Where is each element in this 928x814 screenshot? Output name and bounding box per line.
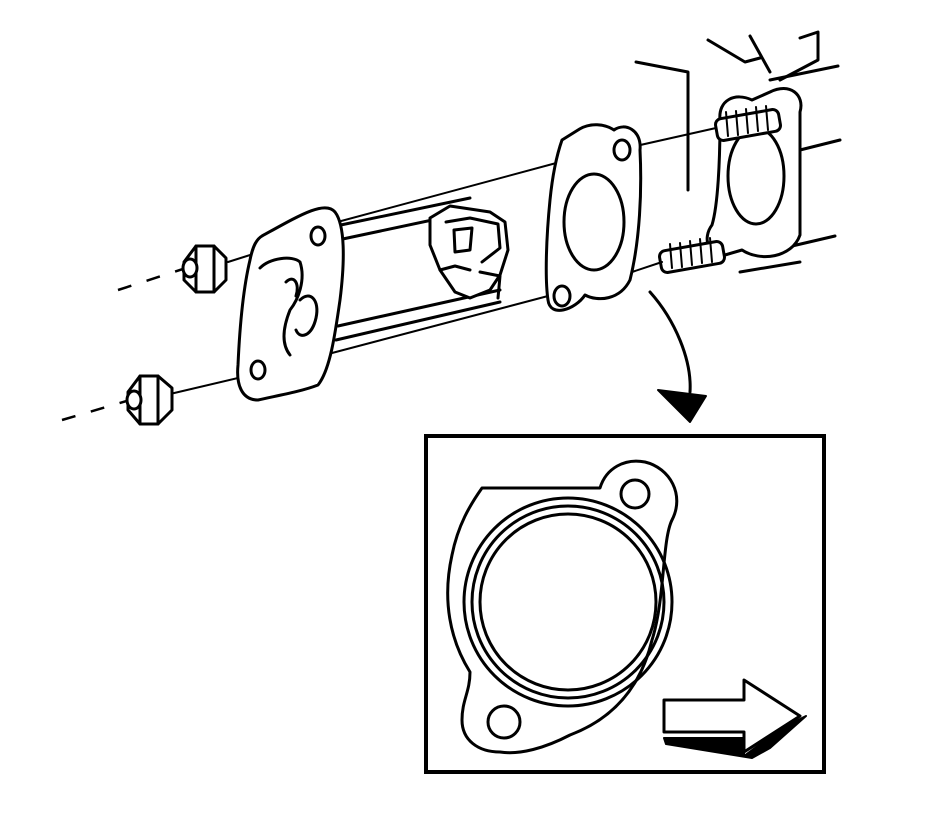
egr-gasket [544,123,643,312]
egr-valve-assembly [236,196,510,402]
mounting-stud-lower [658,237,726,274]
mounting-nut-upper [181,244,228,294]
detail-callout-arrow [648,290,707,423]
arrow-right-icon [662,678,807,759]
exhaust-manifold-port [634,30,842,274]
egr-gasket-detail [446,459,679,755]
mounting-stud-upper [714,105,782,142]
gasket-detail-view [424,434,826,774]
mounting-nut-lower [125,374,174,426]
